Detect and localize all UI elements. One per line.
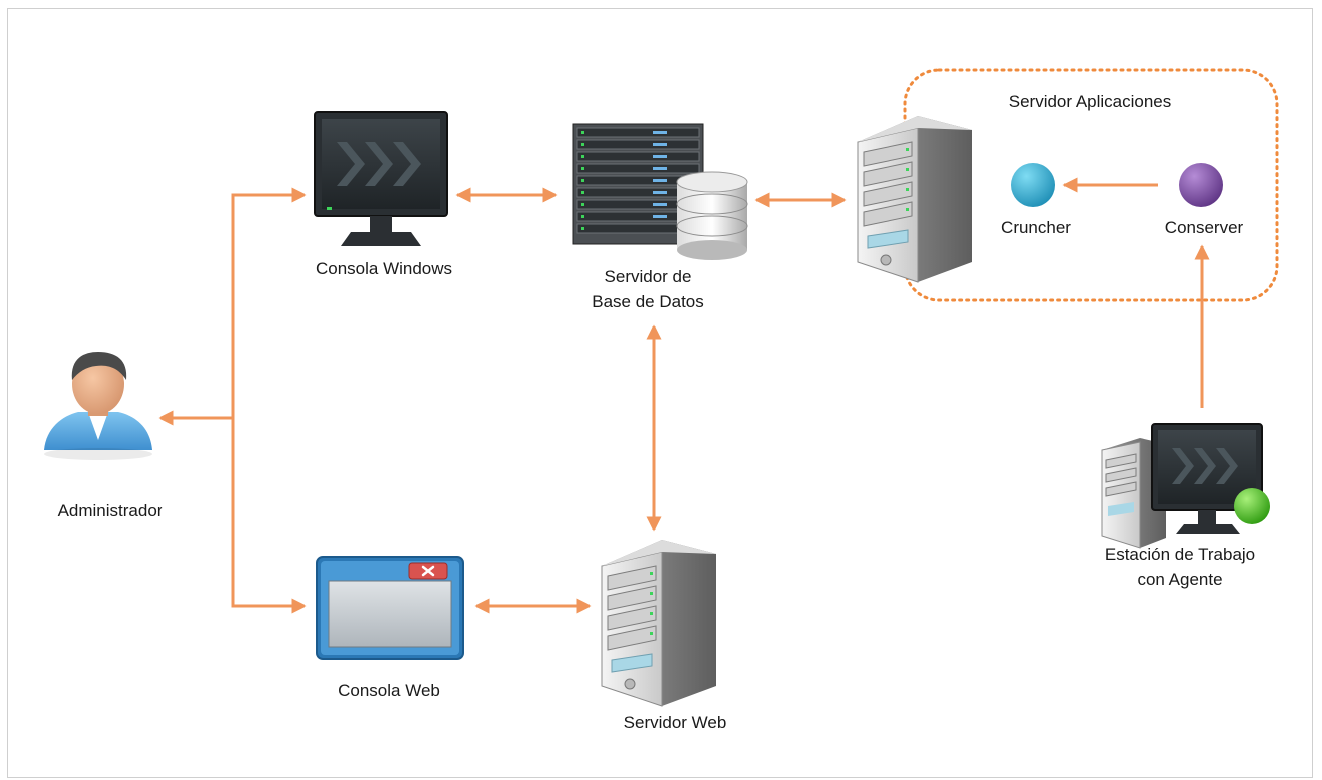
- trunk-to-web: [231, 418, 307, 614]
- administrador-label: Administrador: [57, 501, 163, 520]
- database-server-icon: [572, 123, 748, 260]
- servidor-bd-label-line2: Base de Datos: [592, 292, 704, 311]
- web-server-tower-icon: [601, 540, 716, 707]
- consola-web-label: Consola Web: [338, 681, 440, 700]
- conserver-node-icon: [1179, 163, 1223, 207]
- web-console-window-icon: [316, 556, 464, 660]
- diagram-frame: [7, 8, 1313, 778]
- grupo-app-label: Servidor Aplicaciones: [1008, 92, 1172, 111]
- estacion-label-line2: con Agente: [1137, 570, 1223, 589]
- cruncher-label: Cruncher: [1001, 218, 1071, 237]
- application-server-tower-icon: [857, 116, 972, 283]
- estacion-label-line1: Estación de Trabajo: [1104, 545, 1256, 564]
- administrator-user-icon: [44, 352, 152, 460]
- connectors: [158, 177, 1210, 614]
- servidor-bd-label-line1: Servidor de: [604, 267, 692, 286]
- windows-console-monitor-icon: [314, 111, 448, 246]
- servidor-web-label: Servidor Web: [623, 713, 727, 732]
- consola-windows-label: Consola Windows: [315, 259, 453, 278]
- trunk-to-windows: [231, 187, 307, 418]
- conserver-label: Conserver: [1164, 218, 1244, 237]
- cruncher-node-icon: [1011, 163, 1055, 207]
- workstation-agent-icon: [1101, 423, 1270, 549]
